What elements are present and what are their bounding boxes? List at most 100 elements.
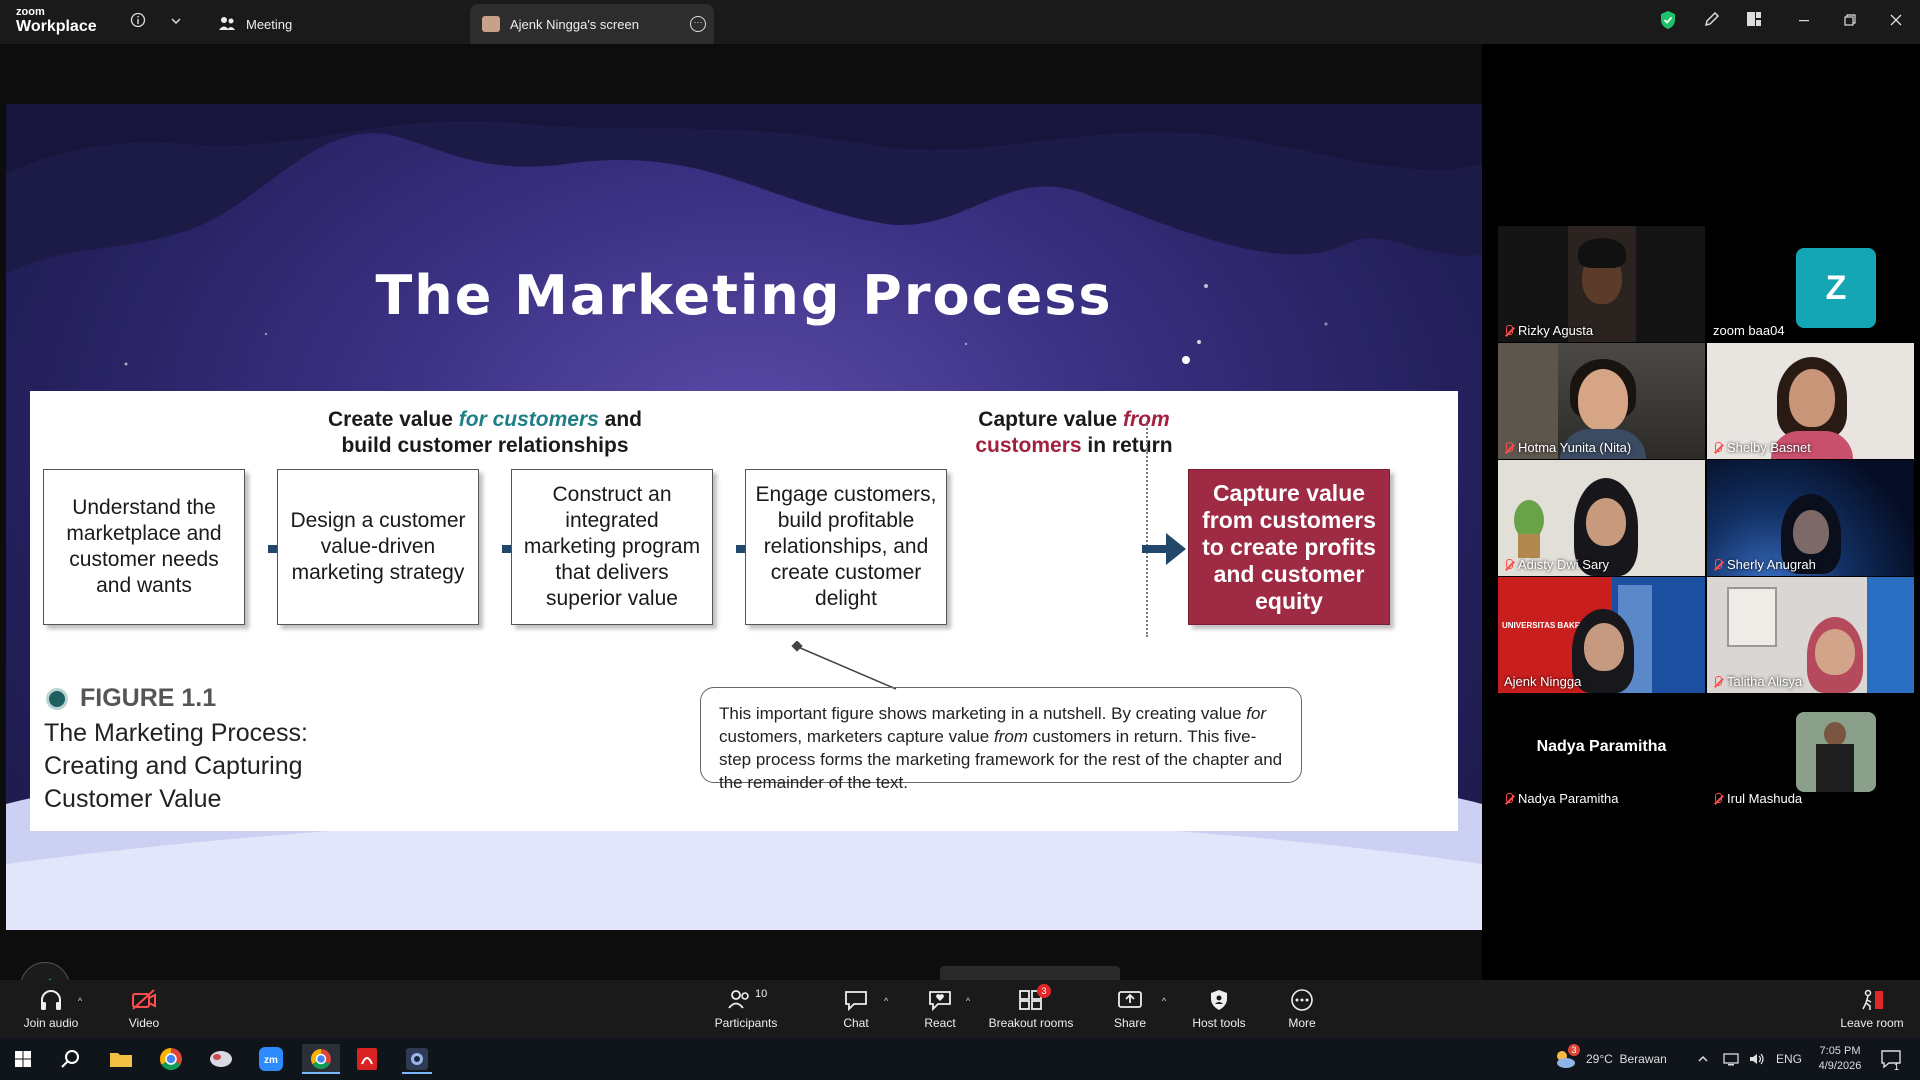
acrobat-icon[interactable] [352,1044,382,1074]
leave-room-button[interactable]: Leave room [1838,988,1906,1030]
language-indicator[interactable]: ENG [1776,1052,1803,1066]
participant-name: Nadya Paramitha [1518,791,1619,806]
muted-mic-icon [1504,792,1513,805]
react-heart-icon [929,991,951,1012]
muted-mic-icon [1713,792,1722,805]
windows-start-icon[interactable] [8,1044,38,1074]
weather-alert-badge: 3 [1568,1044,1580,1056]
share-button[interactable]: Share [1110,988,1150,1030]
camera-app-icon[interactable] [402,1044,432,1074]
restore-icon[interactable] [1838,10,1862,34]
callout-pointer [791,641,897,690]
presentation-slide: The Marketing Process Create value for c… [6,104,1482,930]
meeting-controls-bar: Join audio ^ Video 10 Participants Chat … [0,980,1920,1038]
participant-tile-active-speaker[interactable]: UNIVERSITAS BAKRIE Ajenk Ningga [1498,577,1705,693]
muted-mic-icon [1713,441,1722,454]
clock[interactable]: 7:05 PM 4/9/2026 [1808,1038,1872,1080]
avatar: Z [1796,248,1876,328]
participants-icon [728,990,749,1009]
headphones-icon [41,990,61,1010]
more-options-icon[interactable]: ··· [690,16,706,32]
participant-tile[interactable]: Irul Mashuda [1707,694,1914,810]
figure-card: Create value for customers and build cus… [30,391,1458,831]
shield-icon[interactable] [1656,10,1680,34]
participant-tile[interactable]: Talitha Alisya [1707,577,1914,693]
muted-mic-icon [1504,558,1513,571]
participant-tile[interactable]: Rizky Agusta [1498,226,1705,342]
tab-meeting[interactable]: Meeting [218,4,292,44]
chrome-icon[interactable] [156,1044,186,1074]
chevron-down-icon[interactable] [166,12,186,32]
participant-name: Hotma Yunita (Nita) [1518,440,1632,455]
weather-widget[interactable]: 3 29°C Berawan [1552,1038,1667,1080]
participant-name: Ajenk Ningga [1504,674,1582,689]
tray-chevron-up-icon[interactable] [1696,1038,1710,1080]
minimize-icon[interactable] [1792,10,1816,34]
host-tools-button[interactable]: Host tools [1188,988,1250,1030]
muted-mic-icon [1504,324,1513,337]
title-bar: zoom Workplace Meeting Ajenk Ningga's sc… [0,0,1920,44]
participant-name: Talitha Alisya [1727,674,1803,689]
participant-name: Irul Mashuda [1727,791,1803,806]
chrome-active-icon[interactable] [302,1044,340,1074]
react-options-caret[interactable]: ^ [966,996,971,1006]
figure-label: FIGURE 1.1 [80,684,217,712]
video-off-icon [132,989,156,1010]
react-button[interactable]: React [920,988,960,1030]
more-icon [1291,989,1313,1011]
avatar [1796,712,1876,792]
more-button[interactable]: More [1284,988,1320,1030]
participant-tile[interactable]: Shelby Basnet [1707,343,1914,459]
participant-tile[interactable]: Z zoom baa04 [1707,226,1914,342]
clock-time: 7:05 PM [1819,1045,1861,1057]
logo-bottom: Workplace [16,18,97,35]
network-icon[interactable] [1722,1038,1740,1080]
figure-callout: This important figure shows marketing in… [700,687,1302,792]
file-explorer-icon[interactable] [106,1044,136,1074]
share-options-caret[interactable]: ^ [1162,996,1167,1006]
participant-name: Rizky Agusta [1518,323,1594,338]
shared-screen-area: The Marketing Process Create value for c… [0,44,1482,1018]
participant-name: Sherly Anugrah [1727,557,1816,572]
windows-taskbar: zm 3 29°C Berawan ENG 7:05 PM 4/9/2026 1 [0,1038,1920,1080]
tab-meeting-label: Meeting [246,16,293,32]
chat-button[interactable]: Chat [838,988,874,1030]
chat-options-caret[interactable]: ^ [884,996,889,1006]
create-value-header: Create value for customers and build cus… [328,408,642,457]
figure-bullet [46,688,68,710]
app-icon[interactable] [206,1044,236,1074]
participant-tile[interactable]: Nadya Paramitha Nadya Paramitha [1498,694,1705,810]
participant-tile[interactable]: Hotma Yunita (Nita) [1498,343,1705,459]
participants-count: 10 [755,988,768,1000]
close-icon[interactable] [1884,10,1908,34]
step-5-box: Capture value from customers to create p… [1188,469,1390,625]
info-icon[interactable] [128,12,148,32]
search-icon[interactable] [56,1044,86,1074]
view-layout-icon[interactable] [1742,10,1766,34]
weather-cloud-icon [1557,1051,1575,1068]
participant-name: zoom baa04 [1713,323,1785,338]
volume-icon[interactable] [1748,1038,1766,1080]
audio-options-caret[interactable]: ^ [78,996,83,1006]
breakout-rooms-button[interactable]: 3 Breakout rooms [988,984,1074,1030]
slide-title: The Marketing Process [375,264,1113,327]
virtual-background-text: UNIVERSITAS BAKRIE [1502,621,1589,630]
host-shield-icon [1211,990,1227,1010]
arrow-right-icon [1142,533,1186,565]
video-button[interactable]: Video [118,988,170,1030]
participant-tile[interactable]: Sherly Anugrah [1707,460,1914,576]
breakout-rooms-icon [1019,990,1042,1010]
dotted-divider [1146,421,1148,637]
step-2-box: Design a customer value-driven marketing… [277,469,479,625]
tab-screen-label: Ajenk Ningga's screen [510,16,639,32]
participant-gallery: Rizky Agusta Z zoom baa04 Hotma Yunita (… [1482,44,1920,980]
annotate-pen-icon[interactable] [1700,10,1724,34]
join-audio-button[interactable]: Join audio [18,988,84,1030]
participants-button[interactable]: 10 Participants [714,988,778,1030]
zoom-taskbar-icon[interactable]: zm [256,1044,286,1074]
participant-tile[interactable]: Adisty Dwi Sary [1498,460,1705,576]
notification-center-icon[interactable]: 1 [1880,1038,1902,1080]
muted-mic-icon [1713,675,1722,688]
tab-shared-screen[interactable]: Ajenk Ningga's screen ··· [470,4,714,44]
weather-text: 29°C Berawan [1586,1052,1667,1066]
